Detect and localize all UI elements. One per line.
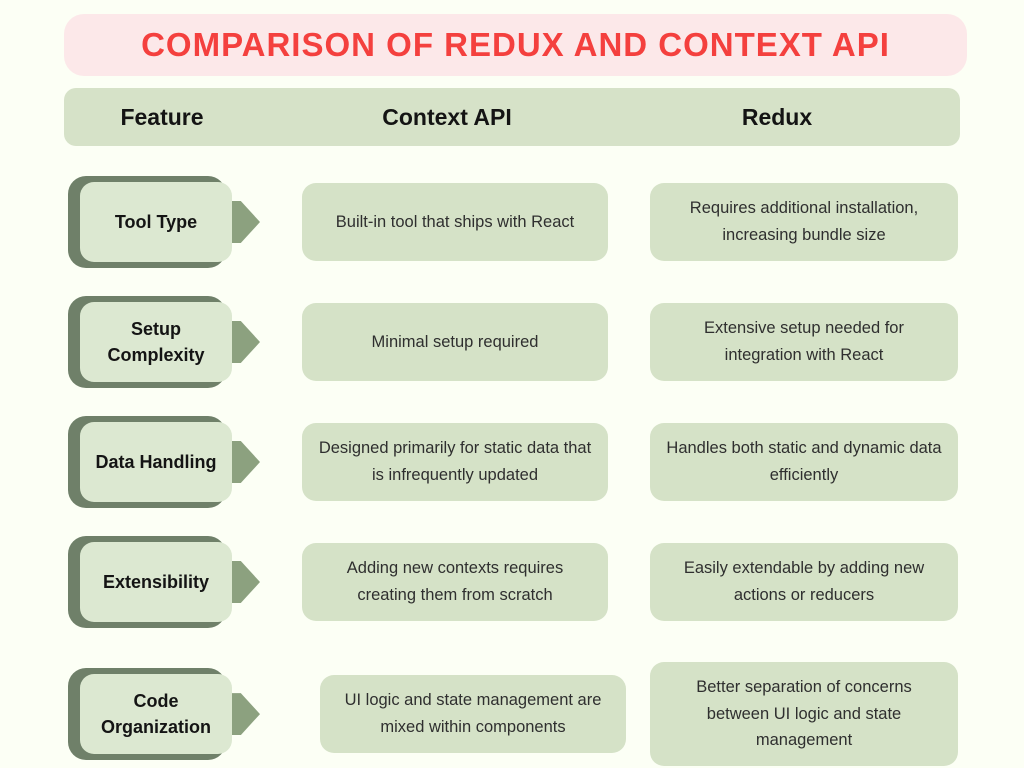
table-row-setup-complexity: Setup Complexity Minimal setup required … [68,296,958,388]
redux-cell: Handles both static and dynamic data eff… [650,423,958,501]
table-row-data-handling: Data Handling Designed primarily for sta… [68,416,958,508]
feature-tab-data-handling: Data Handling [68,416,260,508]
feature-label: Tool Type [80,182,232,262]
feature-tab-extensibility: Extensibility [68,536,260,628]
context-api-cell: Adding new contexts requires creating th… [302,543,608,621]
redux-cell: Easily extendable by adding new actions … [650,543,958,621]
table-row-code-organization: Code Organization UI logic and state man… [68,662,958,767]
column-header-redux: Redux [741,103,813,130]
table-header: Feature Context API Redux [64,88,960,146]
table-row-tool-type: Tool Type Built-in tool that ships with … [68,176,958,268]
feature-label: Extensibility [80,542,232,622]
column-header-context-api: Context API [382,103,512,130]
page-title: COMPARISON OF REDUX AND CONTEXT API [141,26,890,63]
feature-label: Data Handling [80,422,232,502]
title-banner: COMPARISON OF REDUX AND CONTEXT API [64,14,967,76]
redux-cell: Extensive setup needed for integration w… [650,303,958,381]
redux-cell: Requires additional installation, increa… [650,183,958,261]
context-api-cell: Designed primarily for static data that … [302,423,608,501]
context-api-cell: Built-in tool that ships with React [302,183,608,261]
feature-label: Code Organization [80,674,232,755]
context-api-cell: UI logic and state management are mixed … [320,675,626,754]
redux-cell: Better separation of concerns between UI… [650,662,958,767]
table-row-extensibility: Extensibility Adding new contexts requir… [68,536,958,628]
comparison-rows: Tool Type Built-in tool that ships with … [68,176,958,767]
feature-tab-code-organization: Code Organization [68,668,260,761]
feature-label: Setup Complexity [80,302,232,382]
feature-tab-tool-type: Tool Type [68,176,260,268]
column-header-feature: Feature [120,103,204,130]
context-api-cell: Minimal setup required [302,303,608,381]
feature-tab-setup-complexity: Setup Complexity [68,296,260,388]
